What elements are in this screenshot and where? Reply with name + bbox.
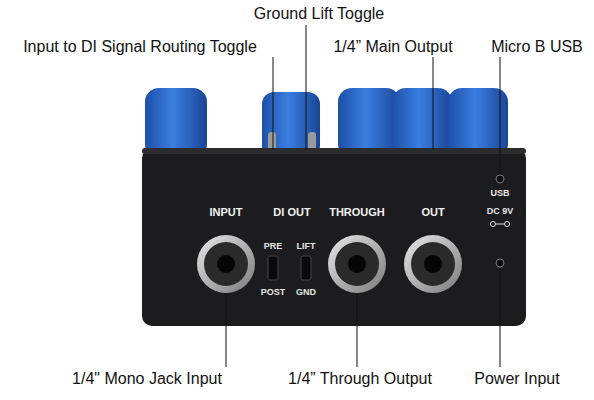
panel-label: THROUGH bbox=[329, 206, 385, 219]
jacks bbox=[197, 235, 462, 293]
leader-lines bbox=[226, 25, 500, 367]
callout-label: 1/4” Through Output bbox=[288, 370, 432, 388]
panel-label: DC 9V bbox=[487, 206, 514, 216]
power-jack bbox=[496, 259, 504, 267]
callout-label: Power Input bbox=[474, 370, 559, 388]
panel-label: INPUT bbox=[210, 206, 243, 219]
callout-label: Input to DI Signal Routing Toggle bbox=[23, 38, 257, 56]
pedal-body bbox=[142, 148, 526, 326]
callout-label: Ground Lift Toggle bbox=[254, 5, 384, 23]
panel-label: POST bbox=[261, 287, 286, 297]
panel-label: PRE bbox=[264, 241, 283, 251]
callout-label: 1/4” Main Output bbox=[333, 38, 452, 56]
callout-label: 1/4" Mono Jack Input bbox=[72, 370, 222, 388]
usb-port bbox=[496, 175, 504, 183]
knobs bbox=[145, 88, 508, 158]
panel-label: USB bbox=[490, 188, 509, 198]
panel-label: DI OUT bbox=[273, 206, 310, 219]
panel-label: GND bbox=[296, 287, 316, 297]
panel-label: OUT bbox=[421, 206, 444, 219]
toggles bbox=[268, 256, 311, 280]
dc-polarity-symbol bbox=[491, 222, 510, 227]
callout-label: Micro B USB bbox=[491, 38, 583, 56]
panel-label: LIFT bbox=[297, 241, 316, 251]
